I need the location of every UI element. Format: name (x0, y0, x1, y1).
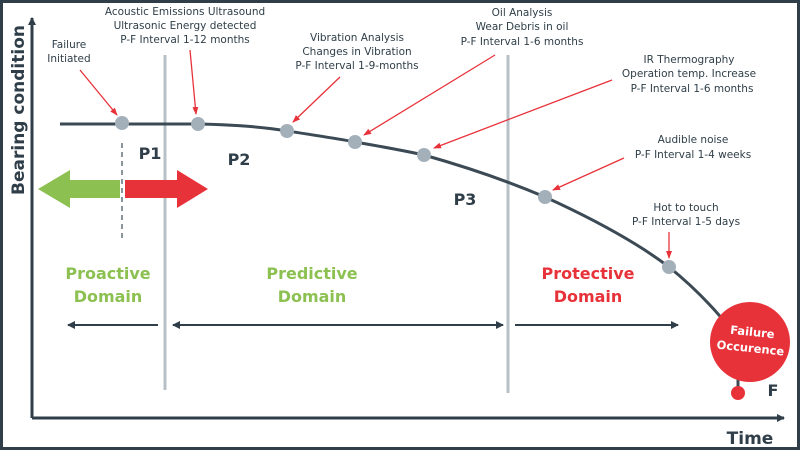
x-axis-label: Time (727, 429, 774, 447)
proactive-domain-label-2: Domain (74, 287, 143, 306)
pf-curve (60, 122, 740, 393)
point-failure-initiated (115, 116, 129, 130)
annotation-audible-1: Audible noise (658, 134, 729, 146)
arrow-failure-initiated (79, 69, 118, 116)
annotation-ir-2: Operation temp. Increase (622, 68, 756, 80)
point-hot (662, 260, 676, 274)
annotation-hot-1: Hot to touch (653, 202, 718, 214)
annotation-vibration-2: Changes in Vibration (302, 46, 411, 58)
annotation-oil-3: P-F Interval 1-6 months (461, 36, 584, 48)
green-left-arrow (38, 170, 120, 208)
arrow-vibration (292, 76, 341, 123)
diagram-canvas: Bearing condition Time Failure Occurence… (9, 6, 790, 447)
annotation-ir-3: P-F Interval 1-6 months (631, 83, 754, 95)
failure-point-f (731, 386, 745, 400)
annotation-oil-2: Wear Debris in oil (476, 21, 569, 33)
curve-points (115, 116, 676, 274)
annotation-failure-initiated-2: Initiated (47, 53, 90, 65)
predictive-domain-label-2: Domain (278, 287, 347, 306)
phase-p2-label: P2 (228, 150, 251, 169)
annotation-acoustic-2: Ultrasonic Energy detected (114, 20, 257, 32)
phase-p1-label: P1 (139, 144, 162, 163)
annotation-vibration-1: Vibration Analysis (310, 32, 404, 44)
point-oil (348, 135, 362, 149)
y-axis-label: Bearing condition (9, 25, 29, 195)
arrow-acoustic (189, 49, 199, 115)
phase-f-label: F (768, 381, 779, 400)
phase-p3-label: P3 (454, 190, 477, 209)
failure-occurence-label-1: Failure (730, 323, 776, 342)
annotation-oil-1: Oil Analysis (492, 7, 553, 19)
proactive-domain-label-1: Proactive (65, 264, 150, 283)
annotation-hot-2: P-F Interval 1-5 days (632, 216, 740, 228)
point-ir (417, 148, 431, 162)
annotation-acoustic-1: Acoustic Emissions Ultrasound (105, 6, 265, 18)
annotation-acoustic-3: P-F Interval 1-12 months (120, 34, 250, 46)
point-vibration (280, 124, 294, 138)
protective-domain-label-1: Protective (541, 264, 634, 283)
pf-curve-diagram: Bearing condition Time Failure Occurence… (3, 3, 797, 447)
point-audible (538, 190, 552, 204)
annotation-vibration-3: P-F Interval 1-9-months (295, 60, 418, 72)
failure-occurence-circle (710, 302, 790, 382)
annotation-ir-1: IR Thermography (644, 54, 735, 66)
predictive-domain-label-1: Predictive (266, 264, 357, 283)
annotation-audible-2: P-F Interval 1-4 weeks (635, 149, 751, 161)
arrow-audible (552, 157, 625, 191)
arrow-oil (363, 54, 496, 136)
annotation-failure-initiated-1: Failure (52, 39, 87, 51)
red-right-arrow (125, 170, 208, 208)
annotation-arrows (79, 49, 672, 259)
protective-domain-label-2: Domain (554, 287, 623, 306)
point-acoustic (191, 117, 205, 131)
arrow-ir (433, 79, 613, 149)
